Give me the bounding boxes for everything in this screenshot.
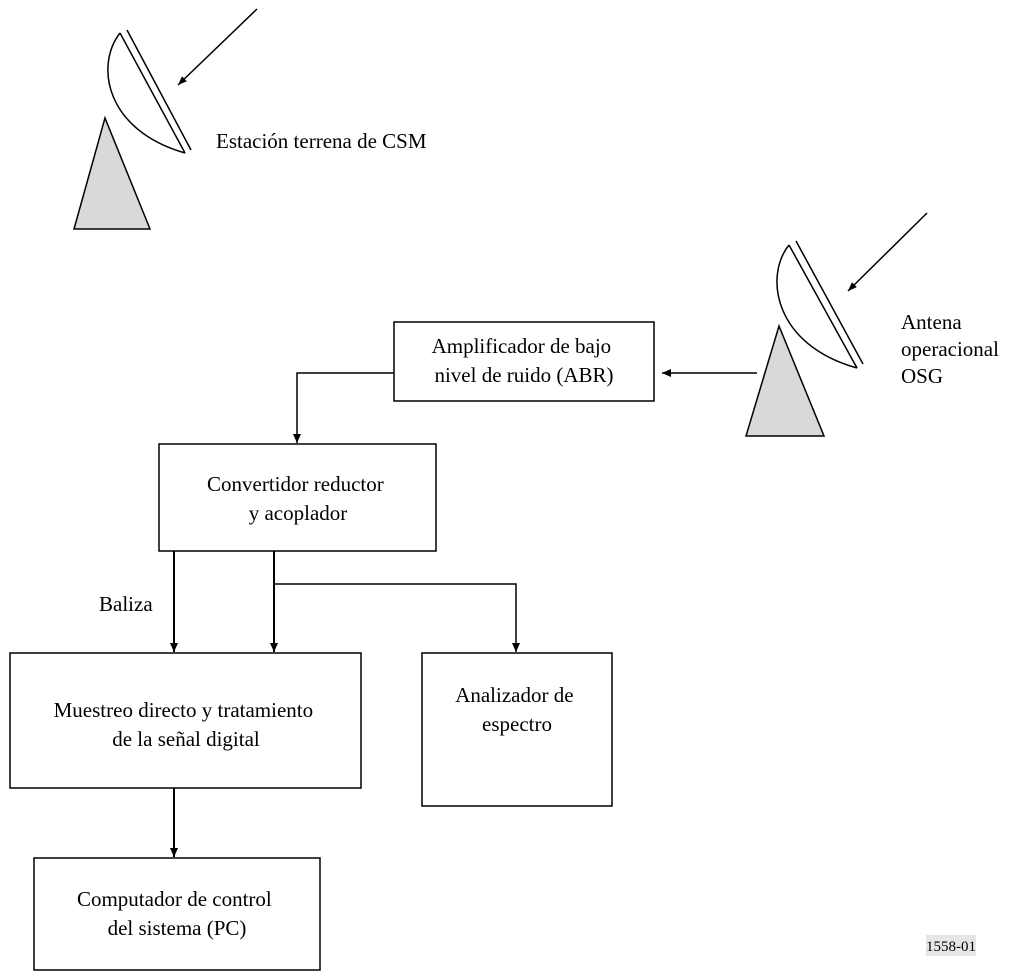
signal-to-spectrum-analyzer-arrow [274,583,520,652]
csm-station-label: Estación terrena de CSM [216,129,427,153]
svg-text:Convertidor reductor y a: Convertidor reductor y acoplador [207,472,389,525]
csm-incoming-signal-arrow [177,8,258,86]
svg-text:Computador de control de: Computador de control del sistema (PC) [77,887,277,940]
dsp-box: Muestreo directo y tratamiento de la señ… [9,652,362,789]
beacon-label: Baliza [99,592,153,616]
svg-text:1558-01: 1558-01 [926,939,976,955]
downconverter-box: Convertidor reductor y acoplador [158,443,437,552]
lna-box: Amplificador de bajo nivel de ruido (ABR… [393,321,655,402]
csm-earth-station-antenna-icon [73,8,258,230]
csm-antenna-dish [107,32,186,154]
csm-antenna-mount [73,115,152,230]
gso-antenna-mount [744,323,826,437]
svg-text:Amplificador de bajo niv: Amplificador de bajo nivel de ruido (ABR… [432,334,617,387]
svg-text:Analizador de espectro: Analizador de espectro [455,683,579,736]
svg-text:Muestreo directo y tratamiento: Muestreo directo y tratamiento de la señ… [54,698,319,751]
gso-incoming-signal-arrow [847,212,928,292]
pc-box: Computador de control del sistema (PC) [33,857,321,971]
gso-antenna-label: Antena operacional OSG [901,310,1004,388]
gso-antenna-dish [776,244,858,369]
gso-operational-antenna-icon [744,212,928,437]
lna-to-downconverter-arrow [293,372,394,443]
spectrum-analyzer-box: Analizador de espectro [421,652,613,807]
figure-id: 1558-01 [926,935,976,956]
